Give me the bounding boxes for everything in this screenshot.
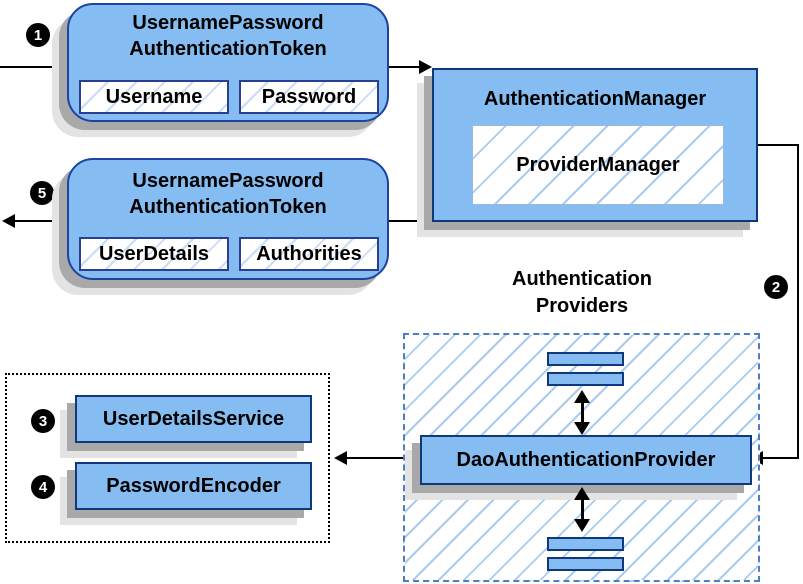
provider-slot-bar (547, 557, 624, 571)
token-response-title-line2: AuthenticationToken (129, 196, 327, 218)
providers-heading: Authentication Providers (447, 266, 717, 320)
connector-token-response-out (14, 220, 68, 222)
token-request-title: UsernamePassword AuthenticationToken (69, 5, 387, 62)
step4-badge: 4 (31, 475, 55, 499)
token-response-box: UsernamePassword AuthenticationToken Use… (67, 158, 389, 280)
authentication-manager-title: AuthenticationManager (483, 88, 707, 110)
arrowhead-to-manager-icon (419, 60, 432, 74)
connector-manager-right-v (797, 144, 799, 459)
password-encoder-box: PasswordEncoder (75, 462, 312, 510)
token-request-title-line1: UsernamePassword (132, 12, 324, 34)
arrow-shaft (580, 399, 584, 426)
userdetails-field: UserDetails (79, 237, 229, 271)
password-field: Password (239, 80, 379, 114)
dao-authentication-provider-box: DaoAuthenticationProvider (420, 435, 752, 485)
token-response-title-line1: UsernamePassword (132, 170, 324, 192)
arrowhead-down-icon (574, 422, 590, 435)
arrowhead-up-icon (574, 487, 590, 500)
bidirectional-arrow-bottom (574, 487, 590, 532)
arrowhead-up-icon (574, 390, 590, 403)
step1-badge: 1 (26, 23, 50, 47)
arrowhead-to-services-icon (334, 451, 347, 465)
authentication-manager-box: AuthenticationManager ProviderManager (432, 68, 758, 222)
provider-manager-box: ProviderManager (472, 125, 724, 205)
providers-heading-line1: Authentication (512, 268, 652, 290)
providers-container: DaoAuthenticationProvider (403, 333, 760, 582)
token-response-title: UsernamePassword AuthenticationToken (69, 160, 387, 220)
arrowhead-down-icon (574, 519, 590, 532)
providers-heading-line2: Providers (535, 295, 629, 317)
username-field: Username (79, 80, 229, 114)
arrowhead-token-response-icon (2, 214, 15, 228)
provider-slot-bar (547, 372, 624, 386)
services-container: UserDetailsService PasswordEncoder (5, 373, 330, 543)
connector-manager-to-token-response (388, 220, 432, 222)
bidirectional-arrow-top (574, 390, 590, 435)
user-details-service-box: UserDetailsService (75, 395, 312, 443)
step3-badge: 3 (31, 409, 55, 433)
connector-dao-to-services (345, 457, 419, 459)
arrow-shaft (580, 496, 584, 523)
step2-badge: 2 (764, 275, 788, 299)
token-request-title-line2: AuthenticationToken (129, 38, 327, 60)
connector-step1-to-manager (388, 66, 421, 68)
connector-to-dao (760, 457, 798, 459)
authorities-field: Authorities (239, 237, 379, 271)
connector-step1-left (0, 66, 67, 68)
token-request-box: UsernamePassword AuthenticationToken Use… (67, 3, 389, 122)
provider-slot-bar (547, 537, 624, 551)
step5-badge: 5 (30, 181, 54, 205)
provider-slot-bar (547, 352, 624, 366)
connector-manager-right-h (758, 144, 799, 146)
